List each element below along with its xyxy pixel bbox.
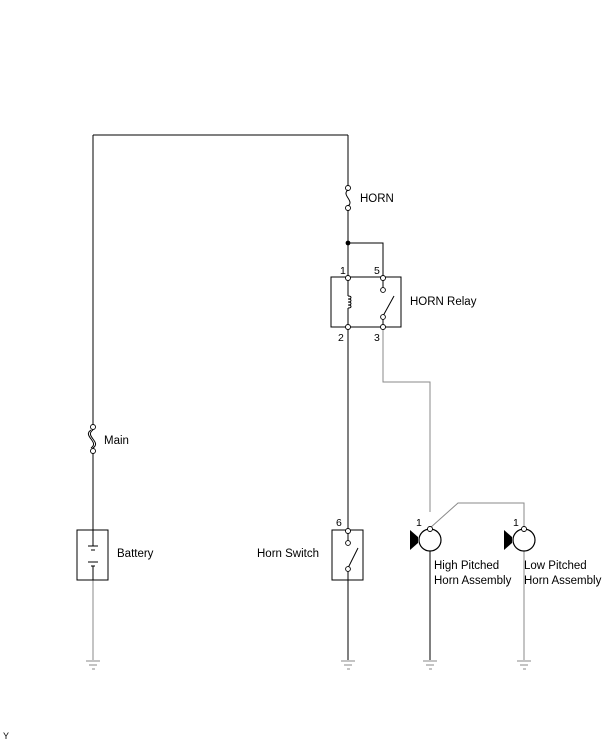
ground-battery-icon	[86, 660, 100, 670]
main-fuse	[87, 424, 97, 454]
horn-switch-label: Horn Switch	[257, 548, 319, 560]
low-horn-icon	[504, 526, 536, 552]
horn-fuse-label: HORN	[360, 193, 394, 205]
horn-relay-label: HORN Relay	[410, 296, 477, 308]
ground-high-horn-icon	[423, 660, 437, 670]
ground-switch-icon	[341, 660, 355, 670]
corner-mark: Y	[3, 731, 9, 741]
low-horn-label-line2: Horn Assembly	[524, 575, 602, 587]
wire-junction-to-pin5	[348, 242, 384, 278]
wire-high-to-low-horn	[429, 502, 525, 529]
ground-low-horn-icon	[517, 660, 531, 670]
horn-switch	[331, 528, 364, 581]
battery-label: Battery	[117, 548, 154, 560]
wire-pin3-to-high-horn	[382, 328, 431, 512]
high-horn-label-line2: Horn Assembly	[434, 575, 512, 587]
high-horn-pin: 1	[416, 517, 422, 529]
horn-fuse	[345, 185, 351, 211]
low-horn-pin: 1	[513, 517, 519, 529]
low-horn-label-line1: Low Pitched	[524, 560, 587, 572]
high-horn-label-line1: High Pitched	[434, 560, 499, 572]
horn-relay	[330, 275, 402, 330]
relay-pin-1: 1	[340, 265, 346, 277]
relay-pin-2: 2	[338, 332, 344, 344]
horn-switch-pin: 6	[336, 517, 342, 529]
wiring	[92, 134, 525, 660]
relay-pin-3: 3	[374, 332, 380, 344]
main-fuse-label: Main	[104, 435, 129, 447]
junction-dot	[345, 240, 351, 246]
battery	[76, 529, 109, 581]
high-horn-icon	[410, 526, 442, 552]
relay-pin-5: 5	[374, 265, 380, 277]
